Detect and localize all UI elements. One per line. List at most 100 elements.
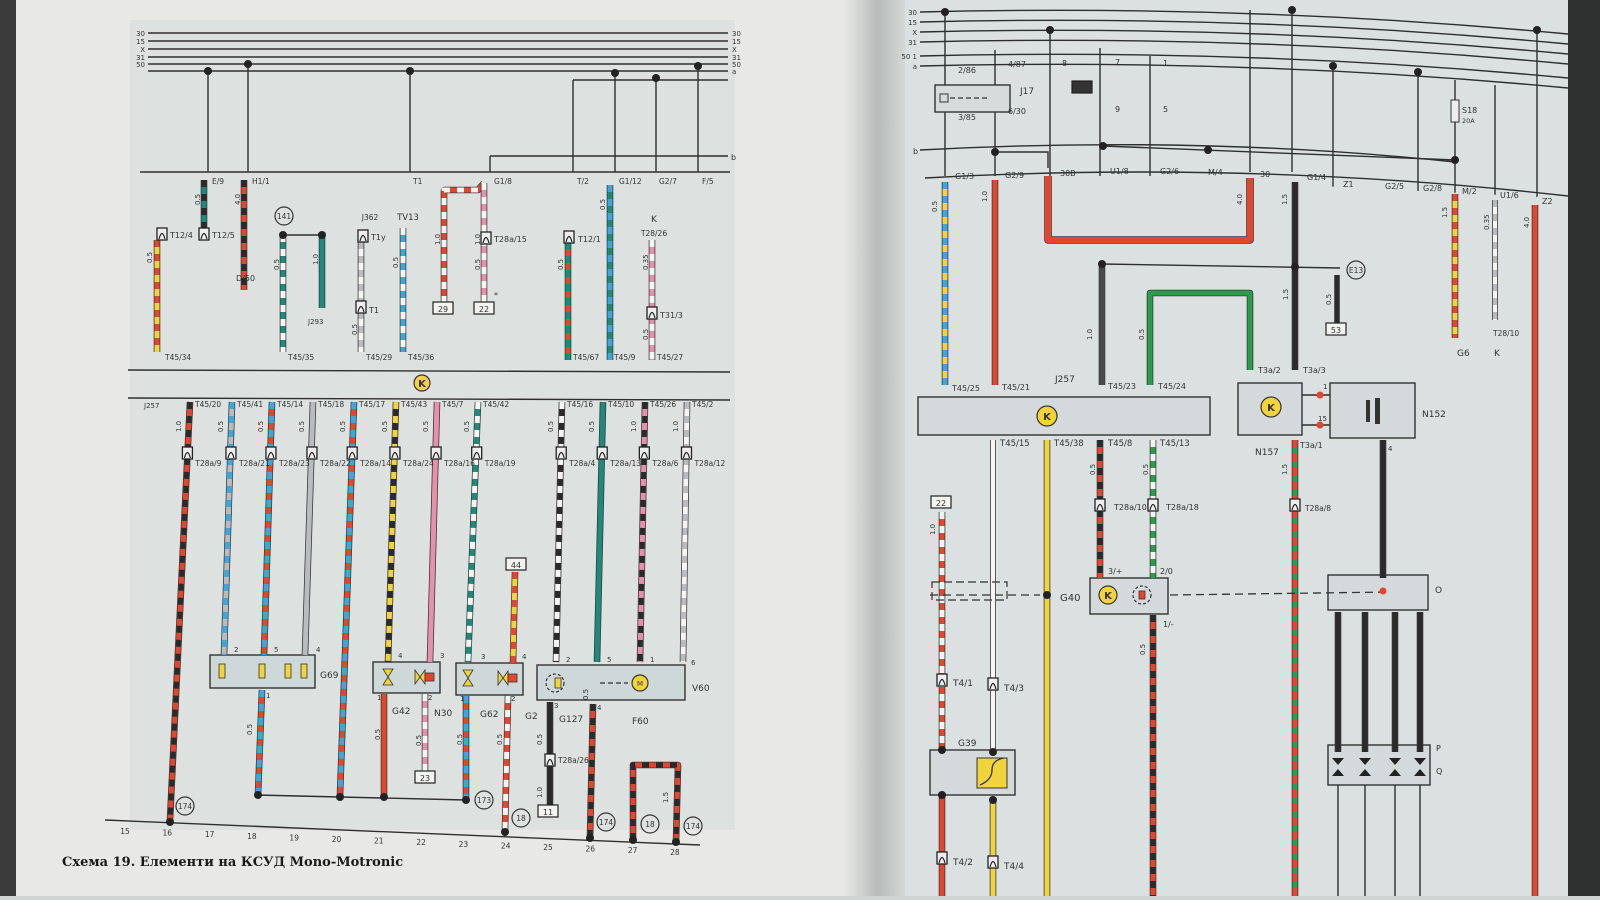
column-number: 27: [628, 846, 638, 855]
right-connector-label: M/2: [1462, 187, 1477, 196]
column-number: 26: [586, 845, 596, 854]
pin-number: 2: [511, 695, 515, 703]
wire-gauge: 4.0: [234, 194, 242, 205]
ground-ref: 18: [645, 820, 655, 829]
bus-label-left: 15: [136, 38, 145, 46]
ground-dot: [501, 828, 509, 836]
label-g2: G2: [525, 712, 538, 722]
ref-44: 44: [511, 561, 521, 570]
wire-gauge: 0.5: [146, 252, 154, 263]
label-t45-24: T45/24: [1157, 382, 1186, 391]
connector-t1y-pin-icon: [359, 234, 367, 242]
g69-element-icon: [218, 663, 226, 679]
label-n152: N152: [1422, 410, 1446, 420]
label-t12-5: T12/5: [211, 231, 235, 240]
spark-plug-icon: [1332, 758, 1344, 765]
ecu-pin-label: T45/43: [400, 400, 427, 409]
distributor-link-dashed: [1169, 591, 1391, 596]
column-number: 17: [205, 830, 215, 839]
wire-t45-14-stripe: [261, 401, 275, 656]
connector-t28a-pin-icon: [432, 451, 440, 459]
junction-dot: [279, 231, 287, 239]
wire-gauge: 0.5: [463, 421, 471, 432]
ecu-pin-label: T45/2: [691, 400, 714, 409]
label-g127: G127: [559, 715, 583, 725]
wire-gauge: 0.5: [298, 421, 306, 432]
connector-t28a-pin-icon: [267, 451, 275, 459]
n152-coil-icon: [1366, 400, 1370, 422]
bus-label-left: 31: [136, 54, 145, 62]
right-page: [905, 0, 1570, 896]
right-connector-label: G1/4: [1307, 173, 1326, 182]
label-t4-2: T4/2: [952, 858, 973, 868]
ref-22: 22: [479, 305, 489, 314]
spark-plug-icon: [1359, 758, 1371, 765]
pin-number: 2: [428, 694, 432, 702]
terminal-dot: [1316, 391, 1324, 399]
connector-label-t28a: T28a/23: [278, 459, 310, 468]
wire-gauge: 0.5: [1139, 644, 1147, 655]
ecu-badge: K: [418, 379, 427, 390]
ground-dot: [586, 834, 594, 842]
right-bus-label: a: [913, 63, 917, 71]
wire-gauge: 0.5: [582, 689, 590, 700]
label-g6: G6: [1457, 349, 1470, 359]
bus-label-left: X: [140, 46, 145, 54]
sensor-icon: [462, 669, 474, 687]
bus-label-right: 30: [732, 30, 741, 38]
connector-t28a-pin-icon: [348, 451, 356, 459]
bus-label-left: 30: [136, 30, 145, 38]
rotor-dot: [1379, 587, 1387, 595]
connector-label-t28a: T28a/12: [693, 459, 725, 468]
ecu-pin-label: T45/20: [194, 400, 221, 409]
connector-icon-pin-icon: [989, 682, 997, 690]
wire-t45-2-stripe: [680, 401, 690, 663]
wire-t45-10: [594, 401, 606, 663]
ground-dot: [166, 818, 174, 826]
connector-label-t28a: T28a/4: [568, 459, 595, 468]
label-t45-21: T45/21: [1001, 383, 1030, 392]
fuse-name: S18: [1462, 106, 1477, 115]
connector-label-t28a: T28a/22: [319, 459, 351, 468]
label-t45-38: T45/38: [1053, 439, 1084, 449]
label-t12-1: T12/1: [577, 235, 601, 244]
ground-ref-circle: [175, 796, 195, 816]
column-number: 18: [247, 832, 257, 841]
wire-gauge: 0.5: [217, 421, 225, 432]
ref-29: 29: [438, 305, 448, 314]
panel-ref-12: 12: [1077, 84, 1087, 93]
label-g62: G62: [480, 710, 498, 720]
wire-gauge: 0.5: [1089, 464, 1097, 475]
wire-29-stripe: [441, 181, 486, 303]
bus-label-right: X: [732, 46, 737, 54]
connector-t28a-pin-icon: [391, 451, 399, 459]
connector-t12-5-pin-icon: [200, 232, 208, 240]
n157-badge: K: [1267, 403, 1276, 414]
label-t28a-8: T28a/8: [1304, 504, 1331, 513]
label-j362: J362: [361, 213, 379, 222]
junction-dot: [1204, 146, 1212, 154]
wire-t45-7: [427, 401, 440, 663]
relay-pin-4-87: 4/87: [1008, 60, 1026, 69]
wire-t45-42-stripe: [465, 401, 481, 663]
ref-53-box: [1325, 322, 1347, 336]
ecu-pin-label: T45/67: [572, 353, 599, 362]
pin-number: 3: [440, 652, 444, 660]
connector-t31-3-pin-icon: [648, 311, 656, 319]
ecu-name-j257: J257: [143, 402, 159, 410]
ref-44-box: [505, 557, 527, 571]
junction-dot: [611, 69, 619, 77]
connector-t1-pin-icon: [357, 305, 365, 313]
fuse-rating: 20A: [1462, 117, 1475, 125]
right-connector-label: Z1: [1343, 180, 1354, 189]
ecu-j257-badge-icon: [1036, 405, 1058, 427]
connector-icon-pin-icon: [1149, 503, 1157, 511]
ecu-pin-label: T45/42: [482, 400, 509, 409]
ground-ref: 174: [178, 802, 193, 811]
g127-contact-icon: [554, 677, 562, 689]
spark-plug-icon: [1389, 758, 1401, 765]
pin-number: 4: [398, 652, 403, 660]
ground-dot: [629, 836, 637, 844]
